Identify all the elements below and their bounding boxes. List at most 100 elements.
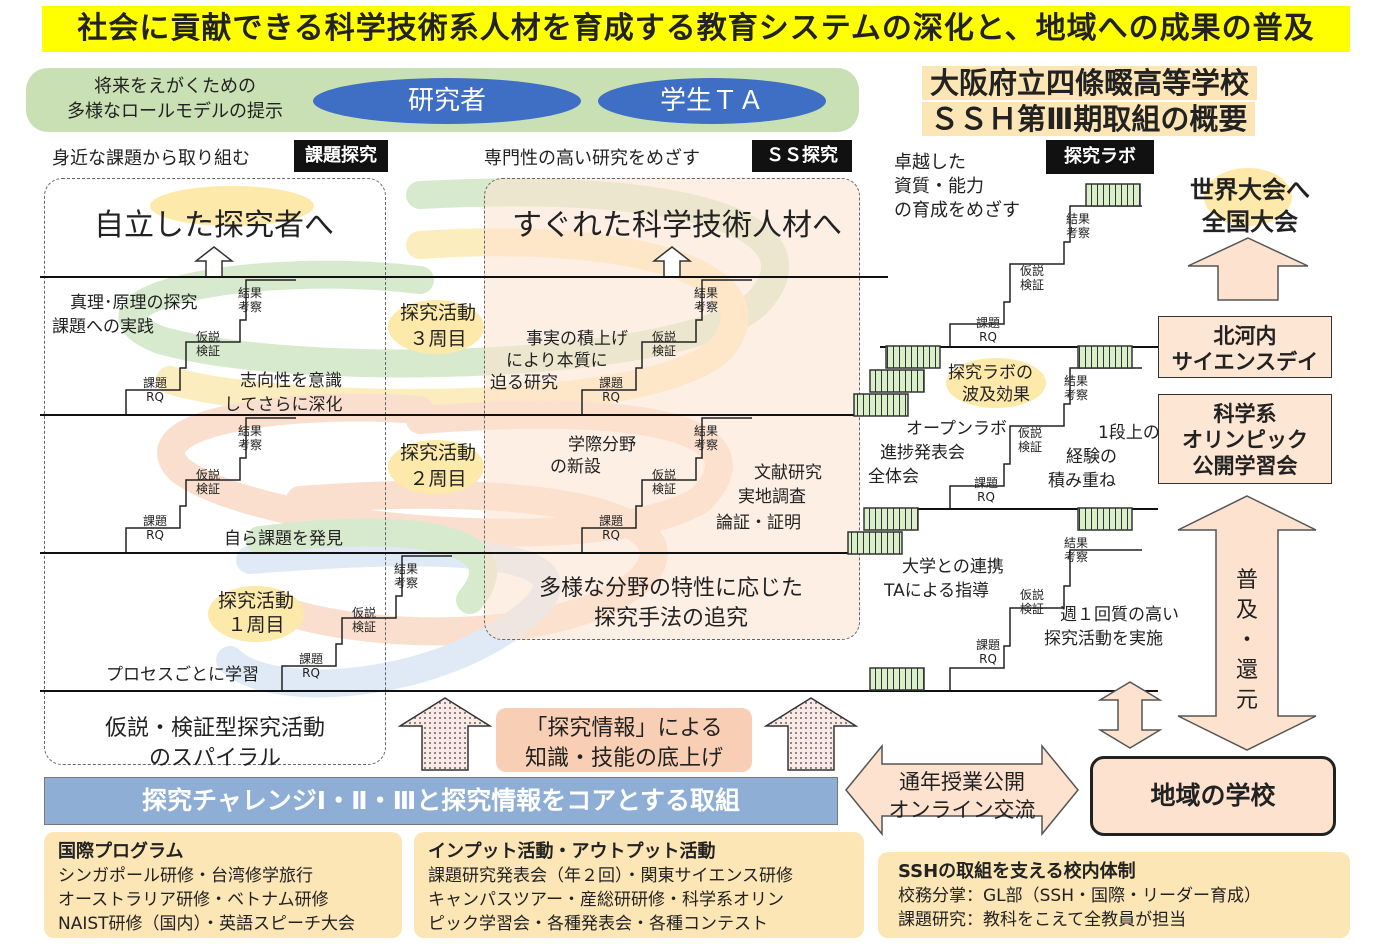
world-line-2: 全国大会: [1202, 208, 1298, 236]
level-line-1: [40, 690, 888, 692]
stair-hypothesis-label: 仮説検証: [1018, 426, 1043, 454]
ss-note-top-2: により本質に: [506, 351, 608, 371]
world-line-1: 世界大会へ: [1190, 176, 1310, 204]
lab-univ-2: TAによる指導: [884, 581, 990, 601]
exchange-line-2: オンライン交流: [888, 798, 1036, 822]
lab-spread-highlight: [946, 358, 1046, 408]
stair-result-label: 結果考察: [694, 424, 719, 452]
core-program-bar: 探究チャレンジⅠ・Ⅱ・Ⅲと探究情報をコアとする取組: [44, 777, 838, 825]
lab-step-3: 積み重ね: [1048, 471, 1116, 491]
stair-hypothesis-label: 仮説検証: [652, 468, 677, 496]
kitakawachi-box: 北河内 サイエンスデイ: [1158, 316, 1332, 378]
stair-hypothesis-label: 仮説検証: [1020, 264, 1045, 292]
level-line-2: [40, 552, 888, 554]
local-school-box: 地域の学校: [1090, 756, 1336, 836]
io-line-2: キャンパスツアー・産総研研修・科学系オリン: [428, 890, 784, 910]
support-box: SSHの取組を支える校内体制 校務分掌：GL部（SSH・国際・リーダー育成） 課…: [878, 852, 1350, 938]
kadai-stairs-3: [125, 279, 296, 414]
kadai-stairs-1: [281, 555, 452, 690]
kadai-label: 課題探究: [294, 140, 388, 172]
olympic-line-1: 科学系: [1213, 402, 1277, 426]
kadai-note-mid-1: 志向性を意識: [240, 371, 342, 391]
kadai-bottom-2: のスパイラル: [148, 746, 281, 771]
level-line-top: [40, 276, 888, 278]
stair-result-label: 結果考察: [394, 562, 419, 590]
lab-line-1: [880, 690, 1158, 692]
stair-hypothesis-label: 仮説検証: [652, 330, 677, 358]
student-ta-ellipse: 学生ＴＡ: [598, 78, 826, 124]
cycle-1-highlight: [208, 586, 304, 642]
ss-bottom-2: 探究手法の追究: [593, 606, 748, 631]
lab-line-3: [880, 346, 1158, 348]
lab-label: 探究ラボ: [1046, 140, 1154, 174]
io-line-3: ピック学習会・各種発表会・各種コンテスト: [428, 914, 768, 934]
intl-line-2: オーストラリア研修・ベトナム研修: [58, 890, 329, 910]
cycle-3-label-1: 探究活動: [399, 302, 476, 324]
spread-label: 普及・還元: [1235, 568, 1258, 713]
dotted-up-arrow-left: [398, 697, 492, 771]
kitakawachi-line-2: サイエンスデイ: [1171, 350, 1319, 374]
lab-spread-2: 波及効果: [962, 385, 1030, 405]
process-note: プロセスごとに学習: [106, 665, 259, 685]
io-heading: インプット活動・アウトプット活動: [428, 841, 716, 862]
lab-open-3: 全体会: [868, 467, 919, 487]
cycle-1-label-1: 探究活動: [217, 590, 294, 612]
stair-result-label: 結果考察: [238, 424, 263, 452]
stair-hypothesis-label: 仮説検証: [196, 468, 221, 496]
school-link-arrow: [1098, 681, 1162, 749]
lab-stairs-1: [949, 549, 1142, 690]
ss-note-mid-1: 学際分野: [568, 435, 636, 455]
ss-method-2: 実地調査: [738, 487, 806, 507]
io-activity-box: インプット活動・アウトプット活動 課題研究発表会（年２回）・関東サイエンス研修 …: [414, 832, 864, 938]
stair-result-label: 結果考察: [694, 286, 719, 314]
researcher-ellipse: 研究者: [313, 78, 581, 124]
info-box: [496, 708, 752, 772]
kadai-goal-highlight: [150, 186, 314, 226]
lab-step-2: 経験の: [1066, 447, 1117, 467]
olympic-line-2: オリンピック: [1182, 428, 1308, 452]
intl-program-box: 国際プログラム シンガポール研修・台湾修学旅行 オーストラリア研修・ベトナム研修…: [44, 832, 402, 938]
role-model-text-2: 多様なロールモデルの提示: [67, 101, 283, 122]
olympic-line-3: 公開学習会: [1192, 454, 1298, 478]
ss-stairs-3: [581, 279, 752, 414]
program-name: ＳＳＨ第Ⅲ期取組の概要: [922, 102, 1256, 136]
intl-heading: 国際プログラム: [58, 841, 184, 862]
kadai-caption: 身近な課題から取り組む: [52, 148, 250, 169]
lab-univ-1: 大学との連携: [902, 557, 1004, 577]
lab-aim-2: 資質・能力: [894, 176, 984, 197]
stair-result-label: 結果考察: [1064, 374, 1089, 402]
ss-goal: すぐれた科学技術人材へ: [512, 208, 842, 243]
exchange-double-arrow: [845, 743, 1079, 837]
stair-result-label: 結果考察: [238, 286, 263, 314]
stair-result-label: 結果考察: [1064, 536, 1089, 564]
spread-double-arrow: [1177, 495, 1317, 751]
kadai-stairs-2: [125, 417, 296, 552]
info-line-2: 知識・技能の底上げ: [524, 746, 723, 771]
intl-line-3: NAIST研修（国内）・英語スピーチ大会: [58, 914, 356, 934]
io-line-1: 課題研究発表会（年２回）・関東サイエンス研修: [428, 866, 793, 886]
cycle-1-label-2: １周目: [227, 614, 285, 636]
lab-open-2: 進捗発表会: [880, 443, 965, 463]
school-name: 大阪府立四條畷高等学校: [922, 66, 1258, 100]
lab-spread-1: 探究ラボの: [948, 363, 1033, 383]
ss-note-top-3: 迫る研究: [490, 373, 558, 393]
ss-stairs-2: [581, 417, 752, 552]
ss-up-arrow: [652, 246, 692, 278]
kadai-note-top-1: 真理･原理の探究: [70, 293, 198, 313]
kadai-panel: [44, 178, 386, 765]
kadai-note-mid-2: してさらに深化: [224, 395, 343, 415]
support-line-1: 校務分掌：GL部（SSH・国際・リーダー育成）: [898, 886, 1262, 906]
lab-aim-1: 卓越した: [894, 152, 966, 173]
support-line-2: 課題研究：教科をこえて全教員が担当: [898, 910, 1187, 930]
role-model-text-1: 将来をえがくための: [94, 76, 256, 97]
page-title: 社会に貢献できる科学技術系人材を育成する教育システムの深化と、地域への成果の普及: [42, 6, 1350, 52]
lab-weekly-2: 探究活動を実施: [1044, 629, 1163, 649]
olympic-box: 科学系 オリンピック 公開学習会: [1158, 394, 1332, 484]
cycle-2-label-2: ２周目: [409, 468, 467, 490]
lab-weekly-1: 週１回質の高い: [1060, 605, 1179, 625]
lab-aim-3: の育成をめざす: [894, 200, 1020, 221]
